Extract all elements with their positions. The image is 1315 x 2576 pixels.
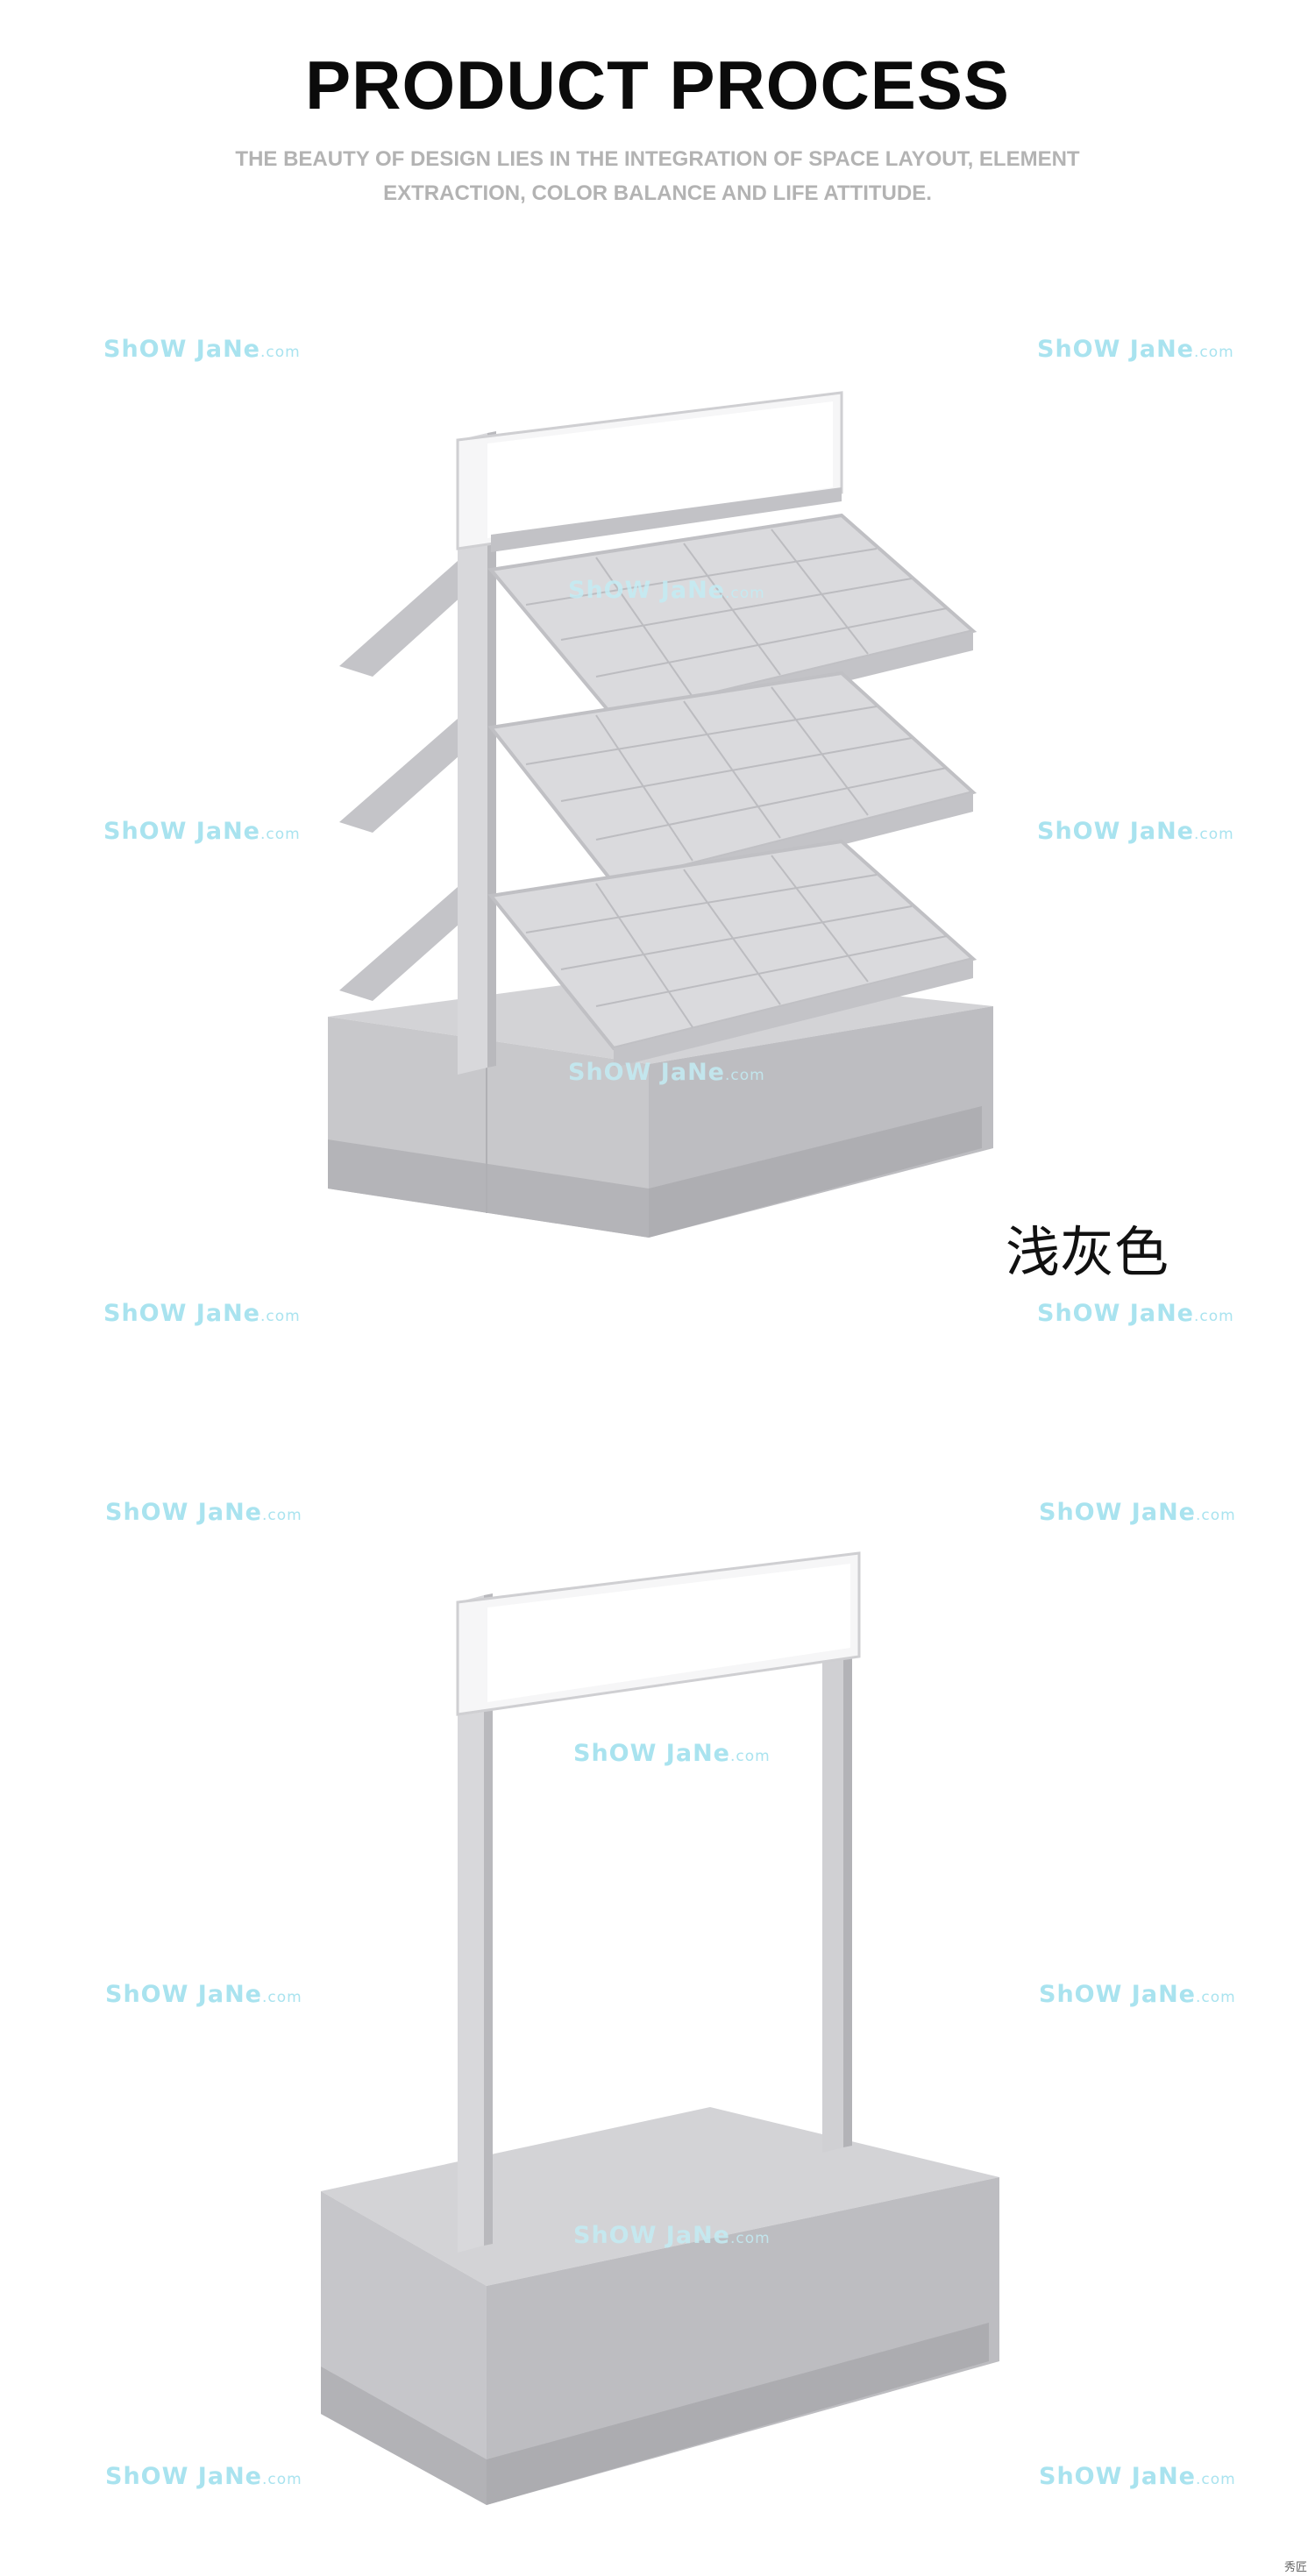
watermark-logo: ShOW JaNe.com	[1039, 1981, 1236, 2008]
watermark-logo: ShOW JaNe.com	[103, 1300, 301, 1327]
shelf-frame-image	[321, 1551, 999, 2505]
watermark-logo: ShOW JaNe.com	[1037, 818, 1234, 845]
corner-mark: 秀匠	[1284, 2561, 1308, 2574]
page-subtitle: THE BEAUTY OF DESIGN LIES IN THE INTEGRA…	[235, 147, 1080, 205]
watermark-logo: ShOW JaNe.com	[1039, 2463, 1236, 2490]
watermark-logo: ShOW JaNe.com	[105, 1981, 302, 2008]
shelf-with-trays-image	[328, 391, 993, 1238]
watermark-logo: ShOW JaNe.com	[103, 818, 301, 845]
watermark-logo: ShOW JaNe.com	[1037, 336, 1234, 363]
watermark-logo: ShOW JaNe.com	[103, 336, 301, 363]
watermark-logo: ShOW JaNe.com	[105, 1499, 302, 1526]
watermark-logo: ShOW JaNe.com	[568, 577, 765, 604]
page-title: PRODUCT PROCESS	[305, 46, 1010, 124]
watermark-logo: ShOW JaNe.com	[568, 1059, 765, 1086]
watermark-logo: ShOW JaNe.com	[1039, 1499, 1236, 1526]
watermark-logo: ShOW JaNe.com	[573, 1740, 771, 1767]
watermark-logo: ShOW JaNe.com	[105, 2463, 302, 2490]
watermark-logo: ShOW JaNe.com	[1037, 1300, 1234, 1327]
watermark-logo: ShOW JaNe.com	[573, 2222, 771, 2249]
color-label: 浅灰色	[1006, 1220, 1169, 1284]
